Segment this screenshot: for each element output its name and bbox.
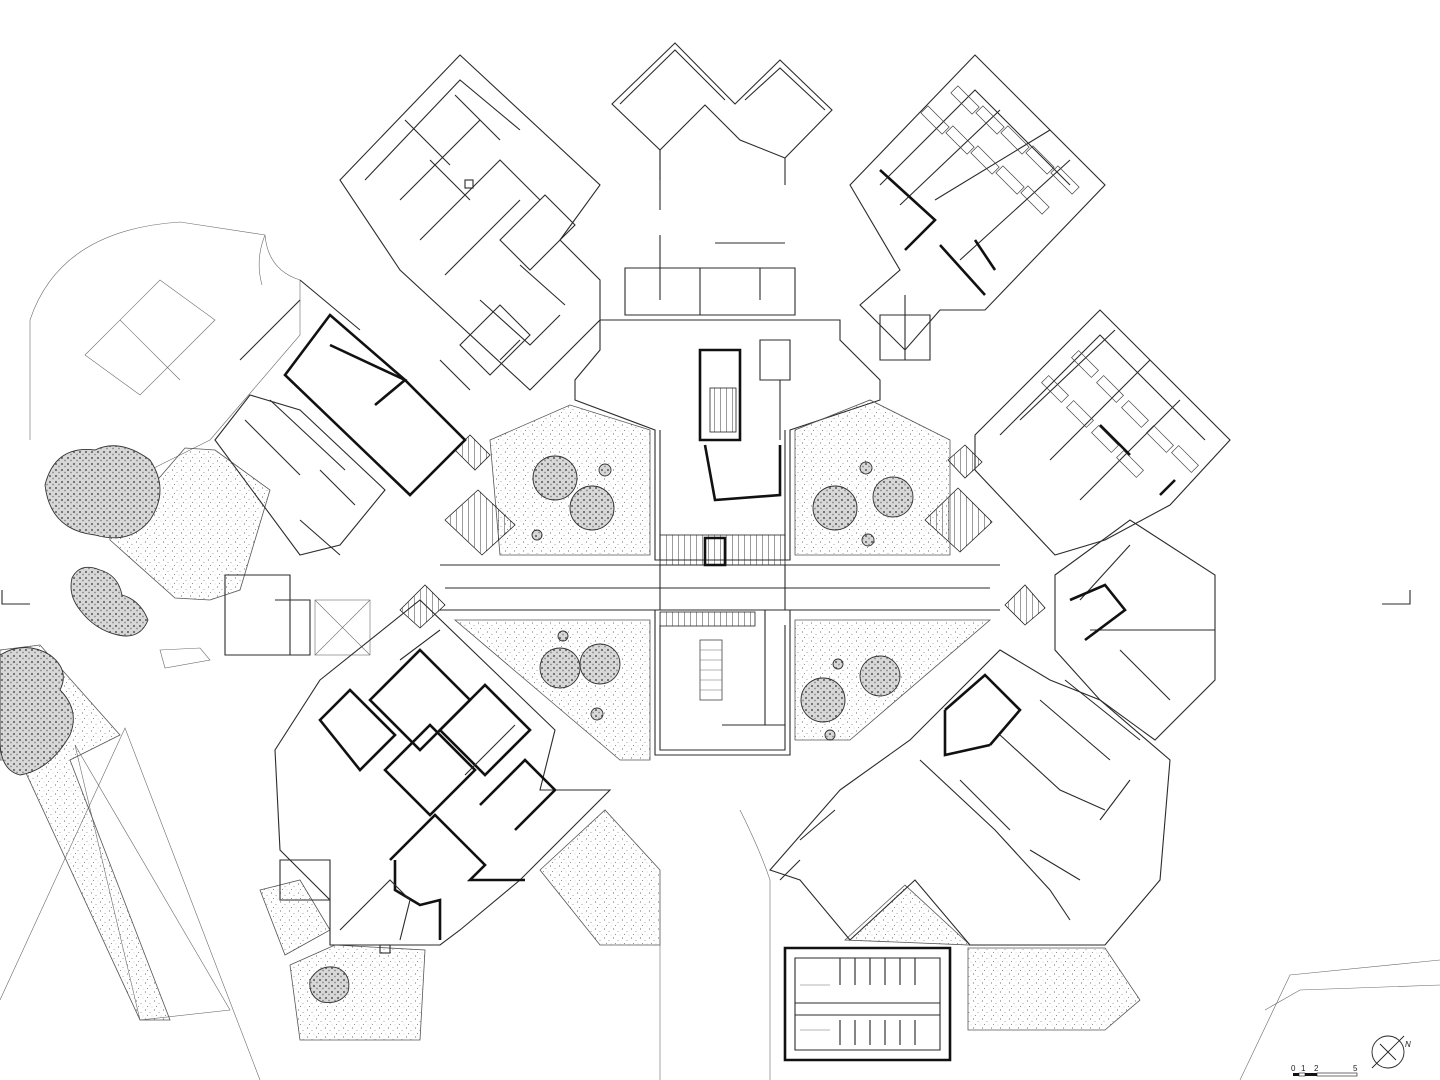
scale-label-5: 5 xyxy=(1353,1064,1358,1073)
wing-southwest xyxy=(274,599,612,954)
wing-northwest xyxy=(214,54,601,656)
scale-label-0: 0 xyxy=(1291,1064,1296,1073)
central-core xyxy=(440,42,1000,756)
north-arrow-circle xyxy=(1371,1035,1405,1069)
trees xyxy=(0,445,350,1003)
wc-block xyxy=(783,946,952,1062)
north-arrow-needle-icon xyxy=(1371,1035,1405,1069)
wing-east xyxy=(974,309,1231,741)
courtyards xyxy=(399,399,1046,761)
scale-bar: 0 1 2 5 xyxy=(1291,1064,1358,1077)
scale-label-1: 1 xyxy=(1301,1064,1306,1073)
north-arrow-label: N xyxy=(1405,1040,1411,1049)
north-arrow: N xyxy=(1371,1035,1411,1069)
site-context xyxy=(0,221,1440,1080)
wing-southeast xyxy=(769,649,1171,946)
wing-northeast xyxy=(849,54,1106,361)
scale-label-2: 2 xyxy=(1314,1064,1319,1073)
approach-path xyxy=(659,809,771,1080)
